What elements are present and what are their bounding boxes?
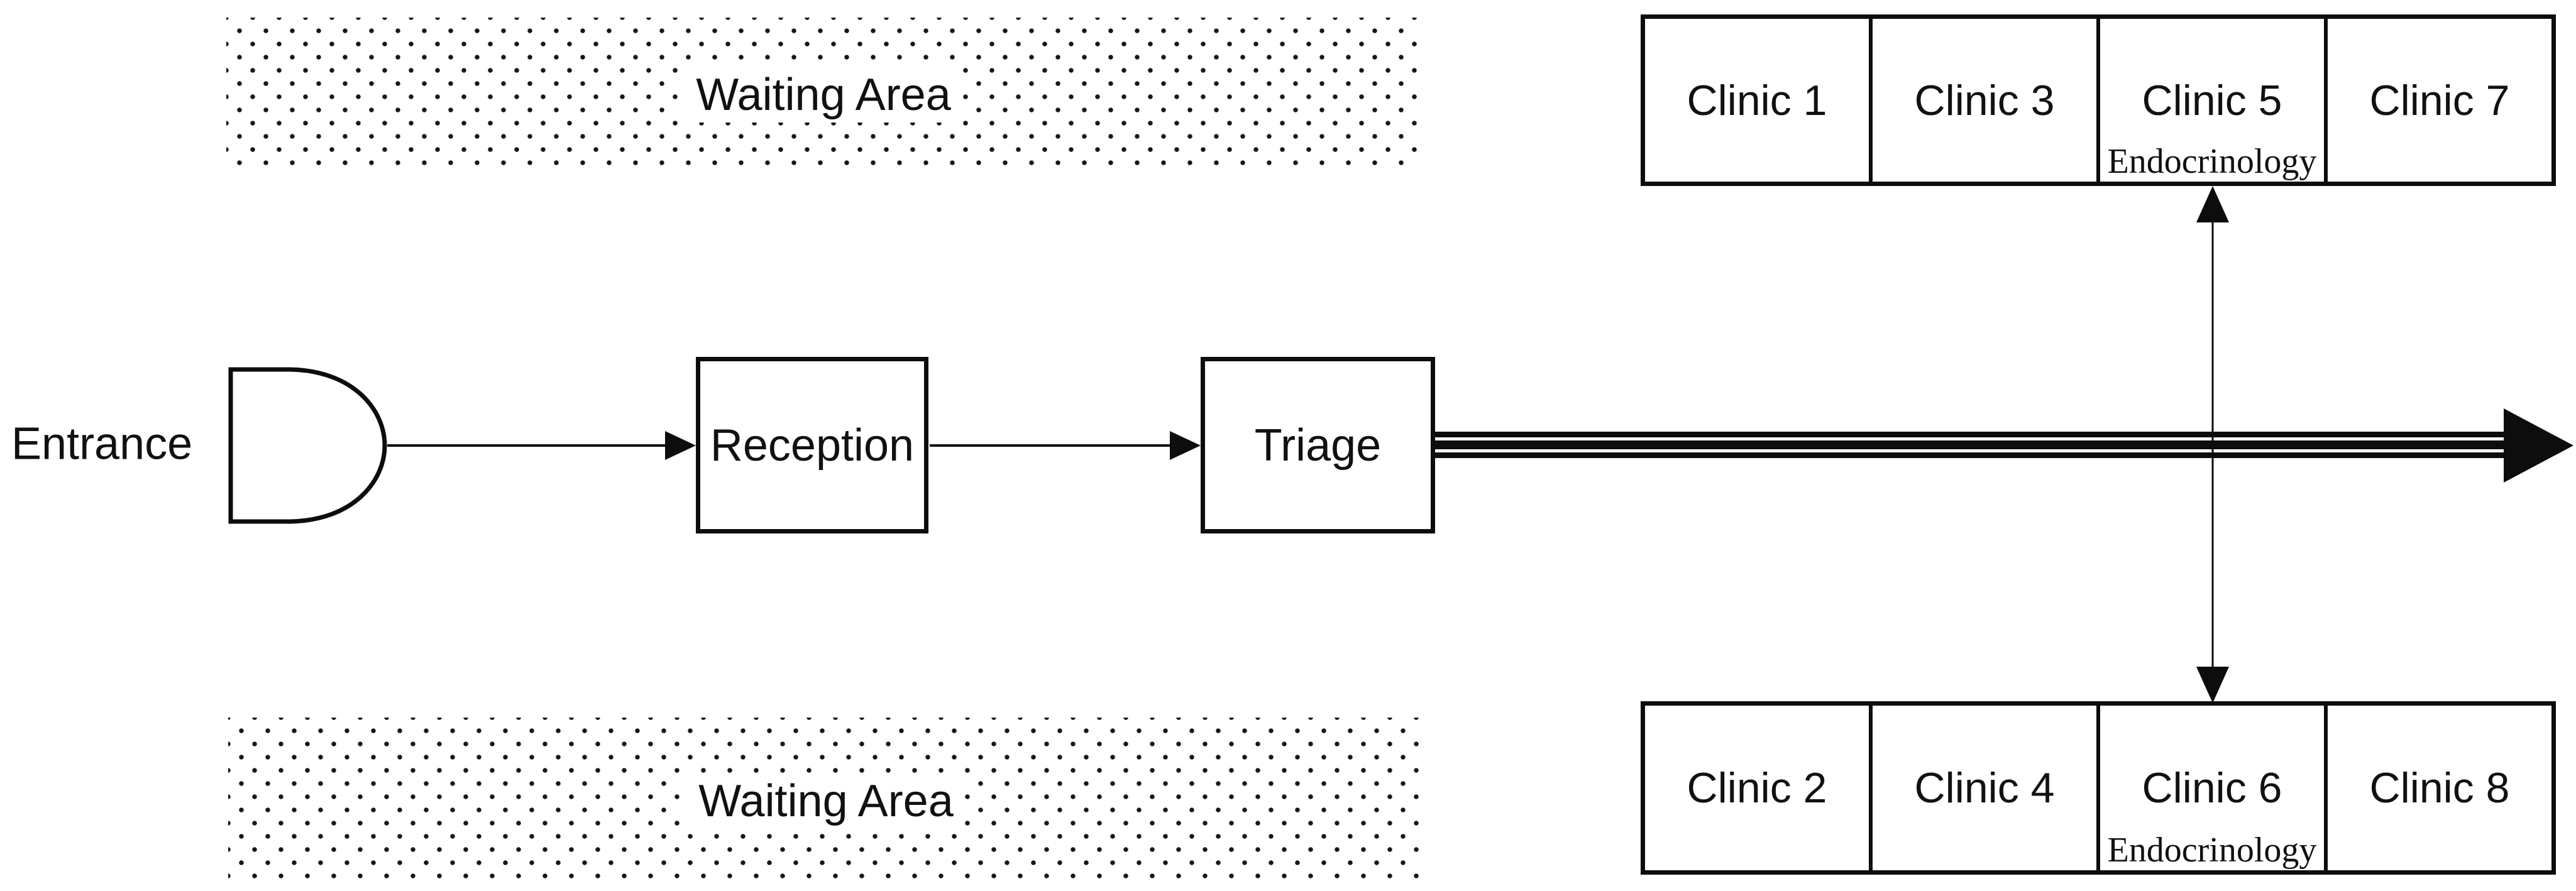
triage-label: Triage	[1254, 420, 1382, 471]
clinic-cell-6: Clinic 6 Endocrinology	[2096, 706, 2324, 870]
clinic-specialty: Endocrinology	[2107, 142, 2317, 182]
clinic-name: Clinic 8	[2369, 764, 2510, 812]
clinic-row-top: Clinic 1 Clinic 3 Clinic 5 Endocrinology…	[1641, 14, 2556, 186]
reception-label: Reception	[710, 420, 915, 471]
clinic-name: Clinic 4	[1914, 764, 2055, 812]
clinic-name: Clinic 2	[1687, 764, 1827, 812]
main-patient-flow-arrow	[1435, 408, 2573, 483]
clinic-name: Clinic 7	[2369, 76, 2510, 124]
arrow-reception-to-triage	[930, 431, 1201, 460]
waiting-area-bottom: Waiting Area	[228, 718, 1424, 885]
clinic-name: Clinic 5	[2142, 76, 2282, 124]
clinic-name: Clinic 3	[1914, 76, 2055, 124]
clinic-name: Clinic 6	[2142, 764, 2282, 812]
waiting-area-top: Waiting Area	[226, 18, 1421, 172]
clinic-cell-5: Clinic 5 Endocrinology	[2096, 19, 2324, 182]
clinic-specialty: Endocrinology	[2107, 831, 2317, 870]
waiting-area-top-label: Waiting Area	[685, 67, 962, 123]
entrance-shape-icon	[228, 367, 387, 524]
reception-box: Reception	[696, 357, 928, 533]
clinic-cell-1: Clinic 1	[1645, 19, 1869, 182]
arrow-entrance-to-reception	[387, 431, 696, 460]
clinic-cell-3: Clinic 3	[1869, 19, 2096, 182]
clinic-cell-7: Clinic 7	[2324, 19, 2551, 182]
clinic-name: Clinic 1	[1687, 76, 1827, 124]
clinic-cell-4: Clinic 4	[1869, 706, 2096, 870]
triage-box: Triage	[1201, 357, 1435, 533]
clinic-cell-8: Clinic 8	[2324, 706, 2551, 870]
entrance-label: Entrance	[11, 418, 193, 469]
clinic-row-bottom: Clinic 2 Clinic 4 Clinic 6 Endocrinology…	[1641, 701, 2556, 875]
waiting-area-bottom-label: Waiting Area	[687, 773, 965, 829]
clinic-cell-2: Clinic 2	[1645, 706, 1869, 870]
